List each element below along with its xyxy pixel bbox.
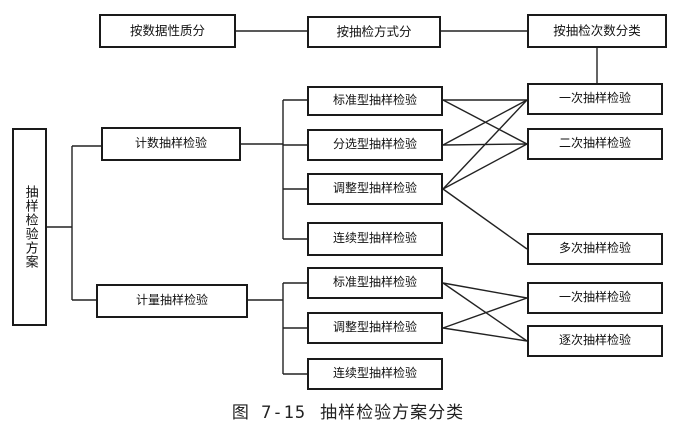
measure-method-standard: 标准型抽样检验 (307, 267, 443, 299)
count-method-adjusting: 调整型抽样检验 (307, 173, 443, 205)
measure-times-sequential: 逐次抽样检验 (527, 325, 663, 357)
link-count-sorting-once (442, 99, 528, 146)
count-times-twice: 二次抽样检验 (527, 128, 663, 160)
count-method-continuous: 连续型抽样检验 (307, 222, 443, 256)
count-times-once: 一次抽样检验 (527, 83, 663, 115)
link-measure-standard-sequential (442, 282, 528, 342)
header-by-property: 按数据性质分 (99, 14, 236, 48)
figure-caption: 图 7-15 抽样检验方案分类 (0, 398, 696, 423)
link-measure-standard-once (442, 282, 528, 299)
category-count-node: 计数抽样检验 (101, 127, 241, 161)
link-measure-adjust-once (442, 297, 528, 329)
root-scheme-node: 抽样检验方案 (12, 128, 47, 326)
measure-times-once: 一次抽样检验 (527, 282, 663, 314)
link-measure-adjust-sequential (442, 327, 528, 342)
header-by-times: 按抽检次数分类 (527, 14, 667, 48)
header-by-method: 按抽检方式分 (307, 16, 441, 48)
measure-method-adjusting: 调整型抽样检验 (307, 312, 443, 344)
link-count-adjust-multi (442, 188, 528, 250)
link-count-adjust-twice (442, 143, 528, 190)
figure-number: 图 7-15 (231, 403, 307, 423)
count-method-sorting: 分选型抽样检验 (307, 129, 443, 161)
measure-method-continuous: 连续型抽样检验 (307, 358, 443, 390)
link-count-adjust-once (442, 99, 528, 190)
count-times-multiple: 多次抽样检验 (527, 233, 663, 265)
count-method-standard: 标准型抽样检验 (307, 86, 443, 116)
category-measure-node: 计量抽样检验 (96, 284, 248, 318)
figure-title: 抽样检验方案分类 (320, 403, 465, 423)
